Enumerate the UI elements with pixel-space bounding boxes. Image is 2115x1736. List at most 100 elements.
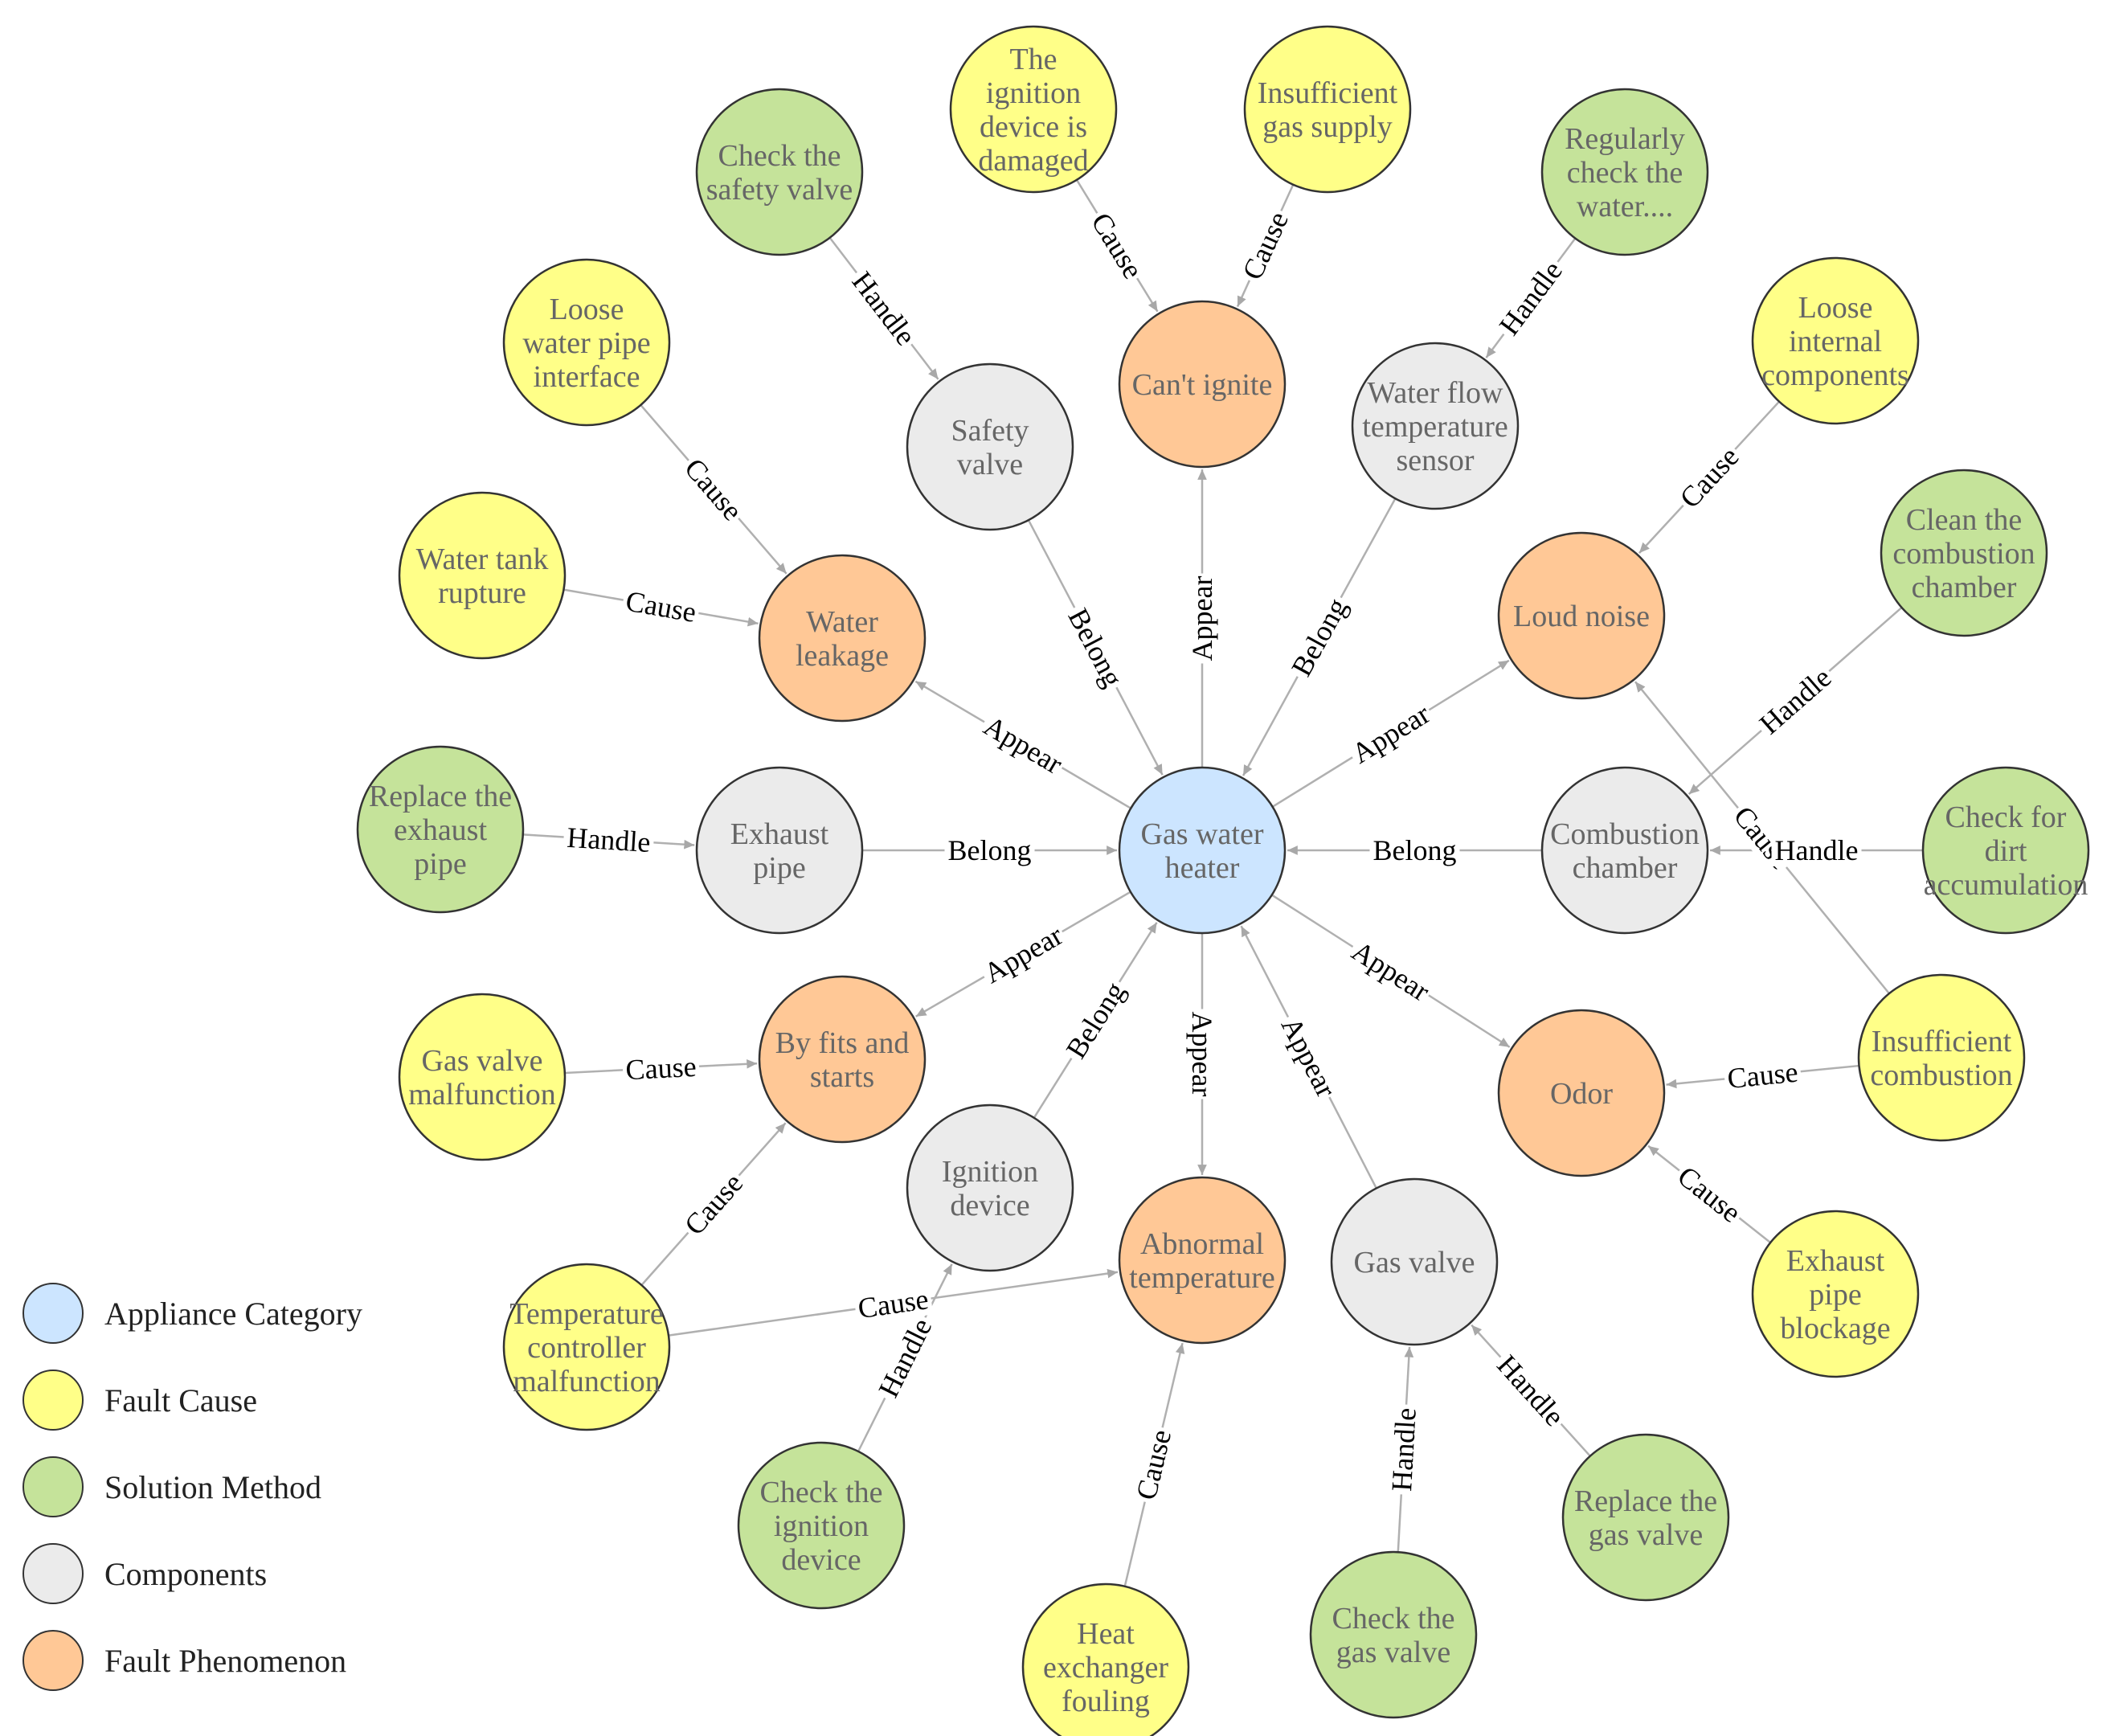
edge-label-background [1060, 600, 1131, 695]
edge-label-background [1723, 1055, 1802, 1095]
node-label-line: Ignition [942, 1155, 1038, 1189]
edge-label-group: Belong [944, 834, 1035, 866]
node-label-line: Odor [1550, 1077, 1613, 1111]
edge-label-background [1750, 659, 1840, 743]
node-label-line: exhaust [394, 813, 488, 847]
edge-label-group: Appear [1344, 933, 1438, 1009]
edge-label-background [1488, 1346, 1573, 1435]
edge-label: Cause [1085, 207, 1149, 285]
edge-label-background [562, 821, 655, 859]
edge-label: Appear [978, 710, 1068, 780]
node-label-line: blockage [1780, 1312, 1890, 1345]
legend-label-solution: Solution Method [104, 1468, 322, 1505]
edge-label-group: Handle [1771, 834, 1862, 866]
node-label-line: water.... [1577, 190, 1673, 223]
node-label-line: temperature [1129, 1261, 1274, 1295]
node-label-line: controller [527, 1331, 646, 1365]
edge-label-group: Cause [620, 583, 702, 629]
node-circle [1497, 531, 1666, 700]
node-circle [1118, 300, 1287, 469]
edge-label: Belong [1373, 834, 1457, 866]
node-label-line: Check the [1332, 1602, 1454, 1636]
node-label-line: device is [980, 110, 1087, 144]
node-label-line: Temperature [509, 1297, 663, 1331]
edge-label: Handle [566, 821, 651, 858]
node-label-line: malfunction [408, 1078, 556, 1112]
node-circle [949, 25, 1118, 194]
legend-item-cause: Fault Cause [22, 1357, 362, 1443]
node-circle [398, 993, 567, 1161]
edge-label-group: Appear [1274, 1009, 1344, 1105]
node-circle [1351, 342, 1520, 510]
node-label-line: Water tank [416, 542, 549, 576]
edge-label: Appear [1346, 698, 1435, 770]
node-label-line: Insufficient [1872, 1025, 2012, 1058]
edge-label: Belong [948, 834, 1032, 866]
node-label-line: device [950, 1189, 1029, 1222]
node-label-line: Gas valve [422, 1044, 543, 1078]
legend-item-solution: Solution Method [22, 1443, 362, 1530]
node-circle [1118, 766, 1287, 935]
legend: Appliance Category Fault Cause Solution … [22, 1270, 362, 1704]
node-label-line: gas valve [1589, 1518, 1703, 1552]
edge-label-group: Cause [1723, 1055, 1802, 1095]
node-label-line: Heat [1077, 1617, 1135, 1651]
node-label-line: exchanger [1043, 1651, 1168, 1685]
legend-swatch-phenomenon [22, 1630, 84, 1691]
node-label-line: Combustion [1550, 817, 1700, 851]
node-label-line: Loud noise [1513, 600, 1650, 633]
node-circle [1330, 1177, 1499, 1346]
node-loud-noise: Loud noise [1497, 531, 1666, 700]
edge-label-group: Cause [1671, 438, 1747, 517]
node-label-line: Gas valve [1354, 1246, 1475, 1279]
node-label-line: By fits and [775, 1026, 910, 1060]
edge-label-background [1186, 573, 1218, 664]
edge-label-group: Handle [562, 821, 655, 859]
edge-label-background [1083, 204, 1152, 287]
edge-label: Handle [846, 265, 922, 351]
node-circle [1021, 1582, 1190, 1736]
node-circle [1751, 1210, 1920, 1378]
node-label-line: sensor [1396, 444, 1474, 477]
edge-label-group: Cause [1083, 204, 1152, 287]
legend-label-appliance: Appliance Category [104, 1295, 362, 1332]
edge-label-background [844, 263, 925, 354]
edge-label-group: Handle [1491, 252, 1571, 344]
node-circle [906, 1103, 1074, 1272]
edge-label-background [622, 1050, 700, 1087]
edge-label-background [676, 449, 751, 529]
node-label-line: Abnormal [1140, 1227, 1264, 1261]
node-circle [1921, 766, 2090, 935]
edge-label-background [1058, 973, 1133, 1067]
edge-label-group: Appear [1186, 1009, 1218, 1099]
edge-label-background [1369, 834, 1460, 866]
node-label-line: Loose [550, 293, 624, 326]
edge-label: Belong [1060, 976, 1131, 1064]
node-label-line: Replace the [1574, 1484, 1717, 1518]
node-circle [1540, 88, 1709, 256]
node-label-line: pipe [753, 851, 805, 885]
node-label-line: Replace the [369, 780, 512, 813]
node-label-line: Exhaust [730, 817, 829, 851]
node-circle [758, 554, 927, 723]
legend-item-appliance: Appliance Category [22, 1270, 362, 1357]
edge-label-background [620, 583, 702, 629]
node-circle [356, 745, 525, 914]
legend-label-phenomenon: Fault Phenomenon [104, 1642, 347, 1679]
node-circle [695, 88, 864, 256]
edge-label-group: Handle [870, 1310, 940, 1406]
node-circle [1309, 1550, 1478, 1719]
edge-label: Cause [1726, 1056, 1799, 1095]
node-cant-ignite: Can't ignite [1118, 300, 1287, 469]
